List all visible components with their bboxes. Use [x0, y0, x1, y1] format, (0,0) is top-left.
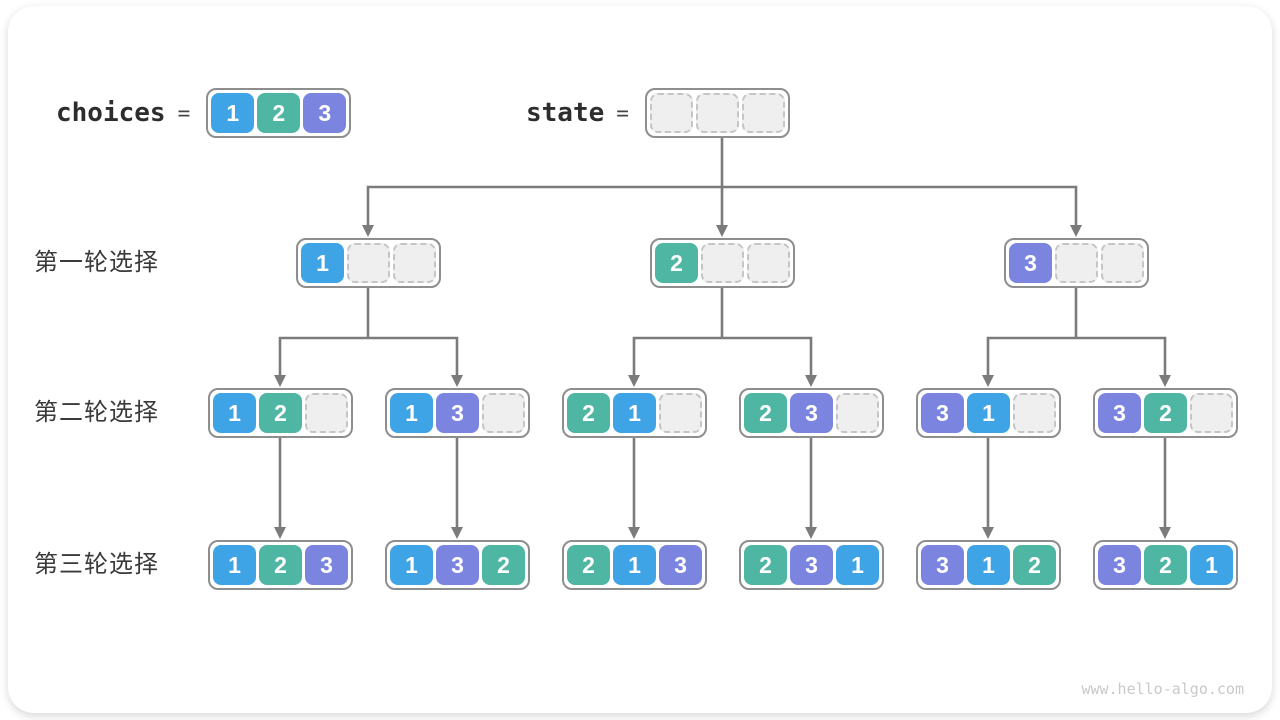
empty-slot: [347, 243, 390, 283]
choice-cell-3: 3: [921, 545, 964, 585]
choice-cell-2: 2: [655, 243, 698, 283]
choice-cell-3: 3: [1009, 243, 1052, 283]
tree-node-r1-1: 1: [296, 238, 441, 288]
state-equals-sign: =: [616, 101, 629, 125]
choice-cell-1: 1: [213, 393, 256, 433]
choice-cell-1: 1: [967, 393, 1010, 433]
choice-cell-3: 3: [921, 393, 964, 433]
empty-slot: [1190, 393, 1233, 433]
watermark: www.hello-algo.com: [1081, 680, 1244, 698]
choice-cell-1: 1: [967, 545, 1010, 585]
empty-slot: [741, 93, 785, 133]
choice-cell-2: 2: [567, 545, 610, 585]
choice-cell-2: 2: [744, 393, 787, 433]
choice-cell-3: 3: [659, 545, 702, 585]
choice-cell-2: 2: [257, 93, 301, 133]
choice-cell-2: 2: [567, 393, 610, 433]
choice-cell-3: 3: [1098, 545, 1141, 585]
row-label-round-1: 第一轮选择: [34, 249, 159, 276]
empty-slot: [701, 243, 744, 283]
choice-cell-3: 3: [1098, 393, 1141, 433]
empty-slot: [1055, 243, 1098, 283]
choice-cell-1: 1: [301, 243, 344, 283]
row-label-round-2: 第二轮选择: [34, 399, 159, 426]
choice-cell-2: 2: [744, 545, 787, 585]
choice-cell-3: 3: [790, 393, 833, 433]
choice-cell-1: 1: [213, 545, 256, 585]
choice-cell-1: 1: [836, 545, 879, 585]
choice-cell-1: 1: [211, 93, 255, 133]
choice-cell-1: 1: [613, 393, 656, 433]
choice-cell-3: 3: [436, 545, 479, 585]
empty-slot: [482, 393, 525, 433]
choices-equals-sign: =: [177, 101, 191, 125]
tree-node-r1-3: 3: [1004, 238, 1149, 288]
choice-cell-1: 1: [1190, 545, 1233, 585]
choice-cell-3: 3: [436, 393, 479, 433]
choice-cell-1: 1: [390, 393, 433, 433]
choice-cell-1: 1: [613, 545, 656, 585]
choices-label: choices: [56, 98, 166, 128]
choice-cell-3: 3: [790, 545, 833, 585]
empty-slot: [1101, 243, 1144, 283]
choice-cell-2: 2: [1013, 545, 1056, 585]
empty-slot: [747, 243, 790, 283]
row-label-round-3: 第三轮选择: [34, 551, 159, 578]
empty-slot: [393, 243, 436, 283]
state-header: state =: [526, 88, 790, 138]
choice-cell-2: 2: [1144, 545, 1187, 585]
choice-cell-2: 2: [259, 393, 302, 433]
tree-node-r1-2: 2: [650, 238, 795, 288]
choice-cell-2: 2: [482, 545, 525, 585]
empty-slot: [836, 393, 879, 433]
state-array: [644, 88, 790, 138]
empty-slot: [1013, 393, 1056, 433]
choice-cell-2: 2: [259, 545, 302, 585]
state-label: state: [526, 98, 605, 128]
empty-slot: [649, 93, 693, 133]
empty-slot: [695, 93, 739, 133]
choice-cell-2: 2: [1144, 393, 1187, 433]
empty-slot: [659, 393, 702, 433]
choice-cell-3: 3: [303, 93, 347, 133]
empty-slot: [305, 393, 348, 433]
choice-cell-3: 3: [305, 545, 348, 585]
choice-cell-1: 1: [390, 545, 433, 585]
